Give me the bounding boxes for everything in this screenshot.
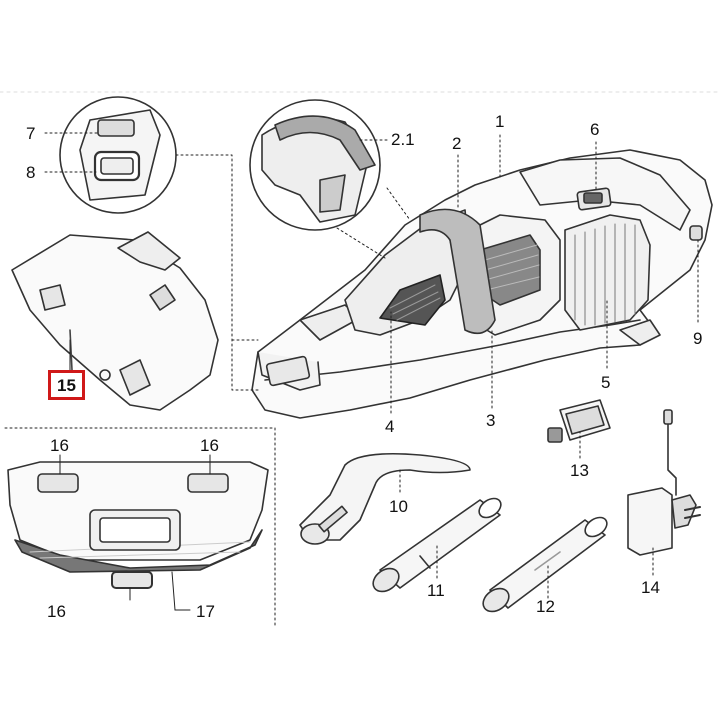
label-part-2: 2 bbox=[452, 134, 462, 153]
part-14-charger bbox=[627, 409, 701, 556]
part-10-crevice bbox=[299, 452, 471, 545]
label-part-16-right: 16 bbox=[200, 436, 219, 455]
vacuum-body bbox=[251, 149, 713, 419]
label-part-17: 17 bbox=[196, 602, 215, 621]
part-13-connector bbox=[547, 399, 611, 443]
label-part-5: 5 bbox=[601, 373, 611, 392]
detail-circle-2-1 bbox=[249, 99, 381, 231]
label-part-12: 12 bbox=[536, 597, 555, 616]
label-part-8: 8 bbox=[26, 163, 36, 182]
label-part-10: 10 bbox=[389, 497, 408, 516]
label-part-15-highlighted: 15 bbox=[48, 370, 85, 400]
label-part-16-bottom: 16 bbox=[47, 602, 66, 621]
label-part-7: 7 bbox=[26, 124, 36, 143]
label-part-16-left: 16 bbox=[50, 436, 69, 455]
label-part-3: 3 bbox=[486, 411, 496, 430]
label-part-11: 11 bbox=[427, 581, 445, 600]
label-part-6: 6 bbox=[590, 120, 600, 139]
leader-lines bbox=[4, 132, 699, 629]
label-part-14: 14 bbox=[641, 578, 660, 597]
part-11-tube bbox=[372, 497, 502, 593]
label-part-9: 9 bbox=[693, 329, 703, 348]
detail-circle-7-8 bbox=[59, 96, 177, 214]
part-12-tube bbox=[482, 516, 608, 613]
label-part-2-1: 2.1 bbox=[391, 130, 415, 149]
label-part-1: 1 bbox=[495, 112, 505, 131]
label-part-4: 4 bbox=[385, 417, 395, 436]
nozzle-15-exploded bbox=[7, 461, 269, 589]
label-part-13: 13 bbox=[570, 461, 589, 480]
nozzle-15 bbox=[11, 231, 219, 411]
